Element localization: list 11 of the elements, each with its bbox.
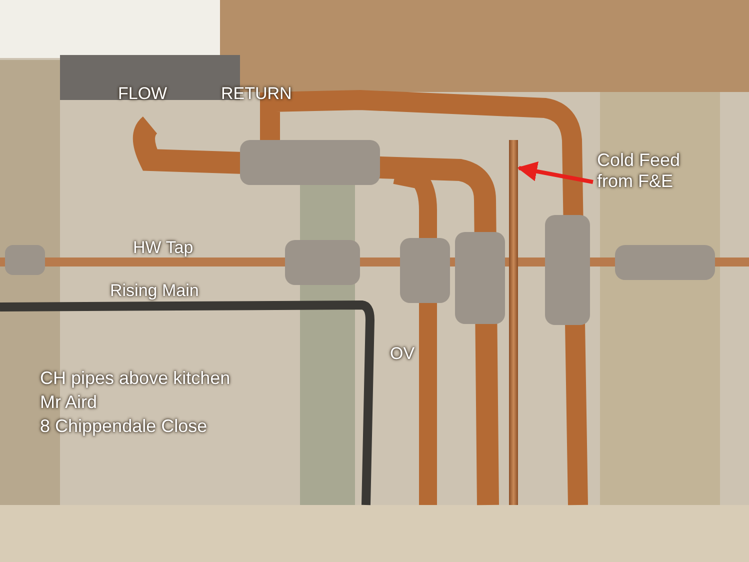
pipe-label: CH pipes above kitchen xyxy=(40,368,230,389)
pipe-label: Mr Aird xyxy=(40,392,98,413)
copper-pipe xyxy=(509,140,518,505)
annotation-label: Cold Feed from F&E xyxy=(597,150,682,192)
pipe-label: FLOW xyxy=(118,83,168,104)
pipe-label: HW Tap xyxy=(133,237,194,258)
pipe-label: OV xyxy=(390,343,415,364)
pipe-label: RETURN xyxy=(221,83,292,104)
pipe-label: Rising Main xyxy=(110,280,199,301)
pipe-label: 8 Chippendale Close xyxy=(40,416,208,437)
leader-arrow xyxy=(517,162,594,184)
